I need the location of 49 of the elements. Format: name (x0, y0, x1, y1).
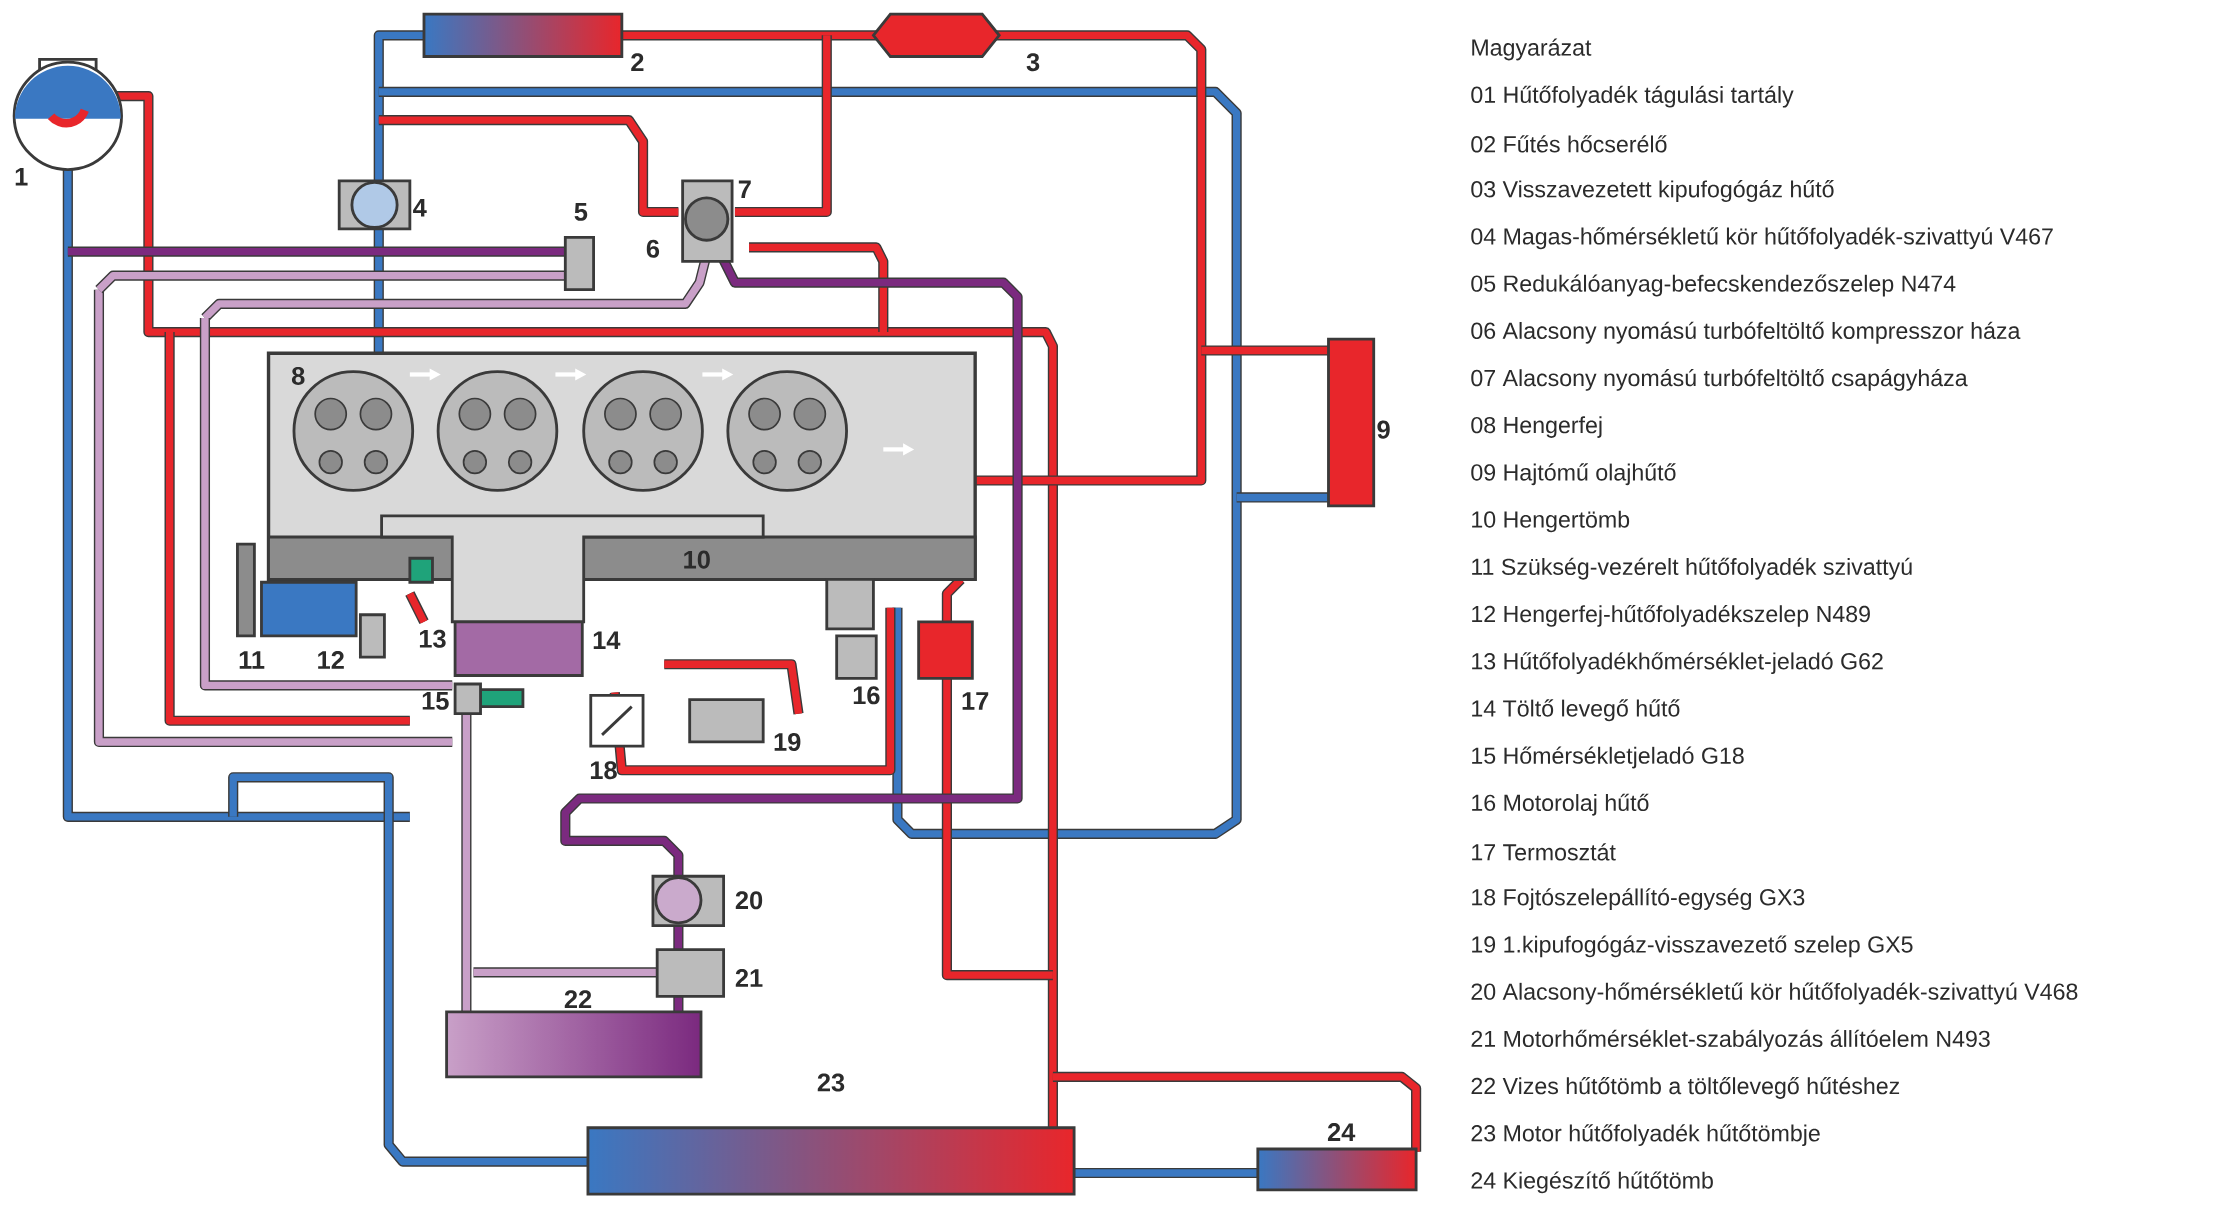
legend-entry: 15 Hőmérsékletjeladó G18 (1472, 746, 1744, 769)
legend-entry: 18 Fojtószelepállító-egység GX3 (1472, 888, 1805, 911)
callout-number: 20 (735, 891, 763, 910)
callout-number: 8 (291, 366, 305, 385)
legend-entry: 19 1.kipufogógáz-visszavezető szelep GX5 (1472, 935, 1913, 958)
legend-entry: 01 Hűtőfolyadék tágulási tartály (1471, 85, 1794, 108)
legend-entry: 13 Hűtőfolyadékhőmérséklet-jeladó G62 (1472, 652, 1883, 675)
legend-entry: 05 Redukálóanyag-befecskendezőszelep N474 (1471, 274, 1956, 297)
legend-entry: 10 Hengertömb (1472, 510, 1630, 533)
legend-entry: 12 Hengerfej-hűtőfolyadékszelep N489 (1472, 605, 1870, 627)
legend-entry: 08 Hengerfej (1471, 416, 1602, 438)
callout-number: 17 (962, 692, 989, 710)
callout-number: 4 (413, 199, 427, 217)
callout-number: 6 (646, 239, 660, 258)
callout-number: 11 (239, 651, 265, 669)
callout-number: 14 (593, 631, 621, 649)
legend-entry: 17 Termosztát (1472, 843, 1616, 861)
legend-entry: 21 Motorhőmérséklet-szabályozás állítóelem N493 (1471, 1029, 1990, 1052)
callout-number: 18 (590, 761, 617, 780)
callout-number: 1 (15, 167, 28, 186)
legend-entry: 03 Visszavezetett kipufogógáz hűtő (1471, 180, 1834, 203)
legend-entry: 07 Alacsony nyomású turbófeltöltő csapágyháza (1471, 369, 1968, 391)
legend-title: Magyarázat (1472, 38, 1592, 61)
legend-entry: 04 Magas-hőmérsékletű kör hűtőfolyadék-szivattyú V467 (1471, 227, 2053, 250)
legend-entry: 24 Kiegészítő hűtőtömb (1471, 1171, 1713, 1194)
legend-entry: 06 Alacsony nyomású turbófeltöltő kompresszor háza (1471, 321, 2021, 344)
callout-number: 19 (774, 733, 801, 751)
legend-entry: 20 Alacsony-hőmérsékletű kör hűtőfolyadék-szivattyú V468 (1471, 982, 2078, 1005)
callout-number: 7 (738, 180, 751, 199)
callout-number: 15 (422, 692, 449, 710)
callout-number: 22 (564, 990, 592, 1009)
callout-number: 21 (735, 969, 763, 987)
callout-number: 24 (1327, 1123, 1356, 1141)
legend-entry: 22 Vizes hűtőtömb a töltőlevegő hűtéshez (1471, 1077, 1900, 1099)
legend-entry: 02 Fűtés hőcserélő (1471, 135, 1667, 153)
callout-number: 16 (853, 686, 880, 705)
legend-entry: 16 Motorolaj hűtő (1472, 793, 1649, 816)
legend-entry: 09 Hajtómű olajhűtő (1471, 463, 1676, 486)
legend-entry: 14 Töltő levegő hűtő (1472, 699, 1680, 722)
callout-number: 10 (684, 550, 710, 569)
callout-number: 12 (318, 651, 344, 669)
callout-number: 3 (1026, 53, 1040, 72)
callout-number: 5 (574, 203, 588, 221)
callout-number: 23 (817, 1073, 845, 1092)
legend-entry: 23 Motor hűtőfolyadék hűtőtömbje (1471, 1124, 1820, 1147)
callout-number: 9 (1377, 420, 1390, 439)
legend-entry: 11 Szükség-vezérelt hűtőfolyadék szivattyú (1472, 557, 1912, 580)
callout-number: 13 (419, 629, 446, 648)
callout-number: 2 (631, 53, 644, 72)
